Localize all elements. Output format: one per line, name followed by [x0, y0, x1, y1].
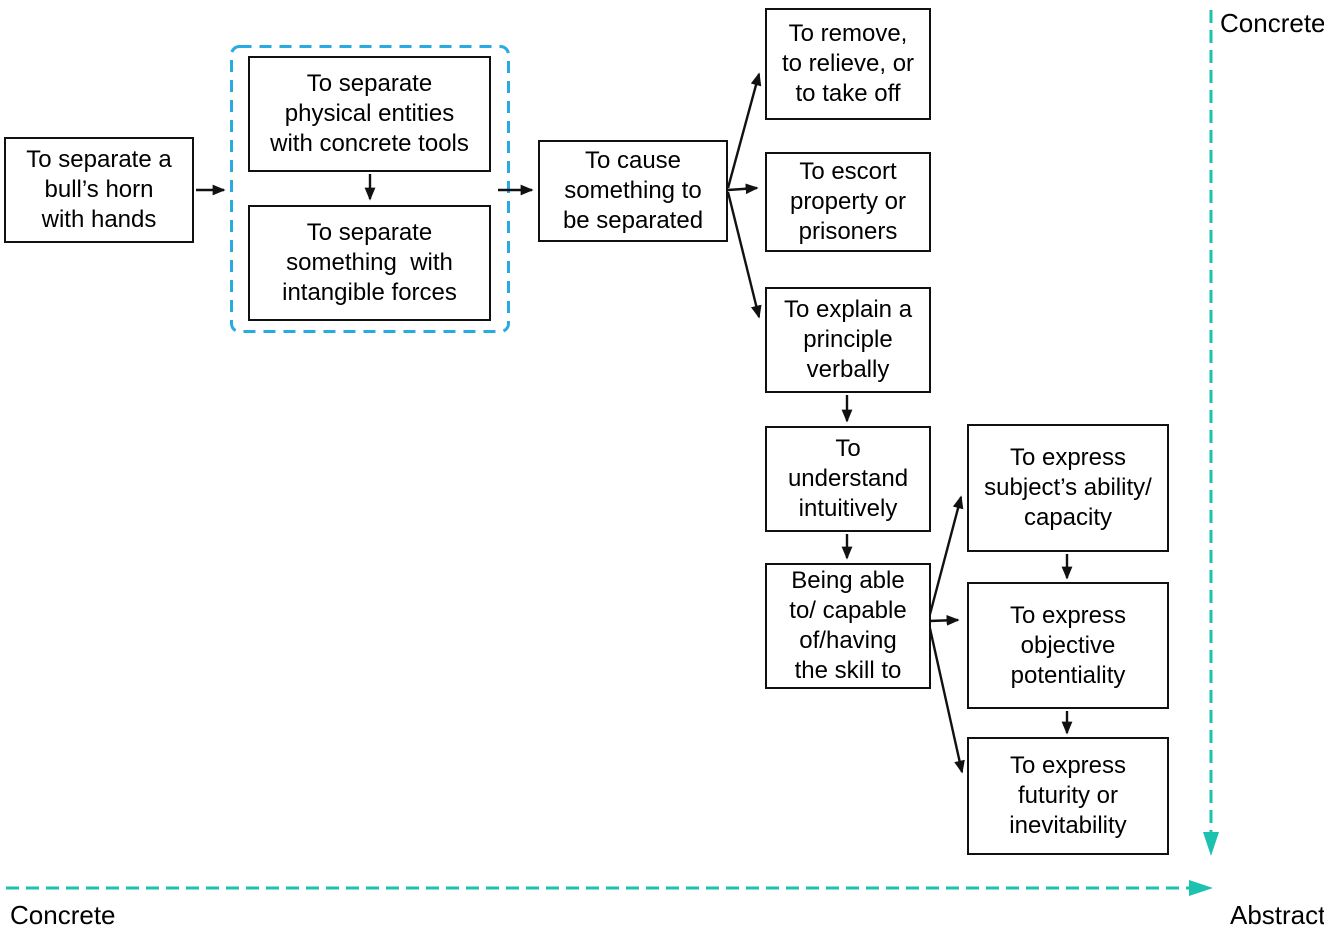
node-express-objective-potentiality: To express objective potentiality [967, 582, 1169, 709]
node-remove-relieve-take-off: To remove, to relieve, or to take off [765, 8, 931, 120]
node-cause-to-be-separated: To cause something to be separated [538, 140, 728, 242]
axis-label-abstract-bottom: Abstract [1230, 900, 1324, 930]
vertical-axis-arrowhead-icon [1203, 832, 1219, 856]
arrow-being-able-to-futurity [927, 623, 965, 774]
node-understand-intuitively: To understand intuitively [765, 426, 931, 532]
axis-label-concrete-top: Concrete [1220, 8, 1324, 38]
node-separate-intangible-forces: To separate something with intangible fo… [248, 205, 491, 321]
node-explain-principle-verbally: To explain a principle verbally [765, 287, 931, 393]
arrow-being-able-to-ability [927, 495, 964, 619]
arrow-cause-to-remove [726, 72, 762, 189]
node-express-futurity-inevitability: To express futurity or inevitability [967, 737, 1169, 855]
arrow-being-able-to-potentiality [928, 614, 960, 626]
arrow-cause-to-escort [727, 183, 759, 195]
node-escort-property-prisoners: To escort property or prisoners [765, 152, 931, 252]
node-express-subject-ability: To express subject’s ability/ capacity [967, 424, 1169, 552]
node-separate-bulls-horn: To separate a bull’s horn with hands [4, 137, 194, 243]
node-being-able-capable-skill: Being able to/ capable of/having the ski… [765, 563, 931, 689]
arrow-cause-to-explain [726, 191, 762, 319]
node-separate-physical-entities: To separate physical entities with concr… [248, 56, 491, 172]
axis-label-concrete-bottom: Concrete [10, 900, 116, 930]
horizontal-axis-arrowhead-icon [1189, 880, 1213, 896]
